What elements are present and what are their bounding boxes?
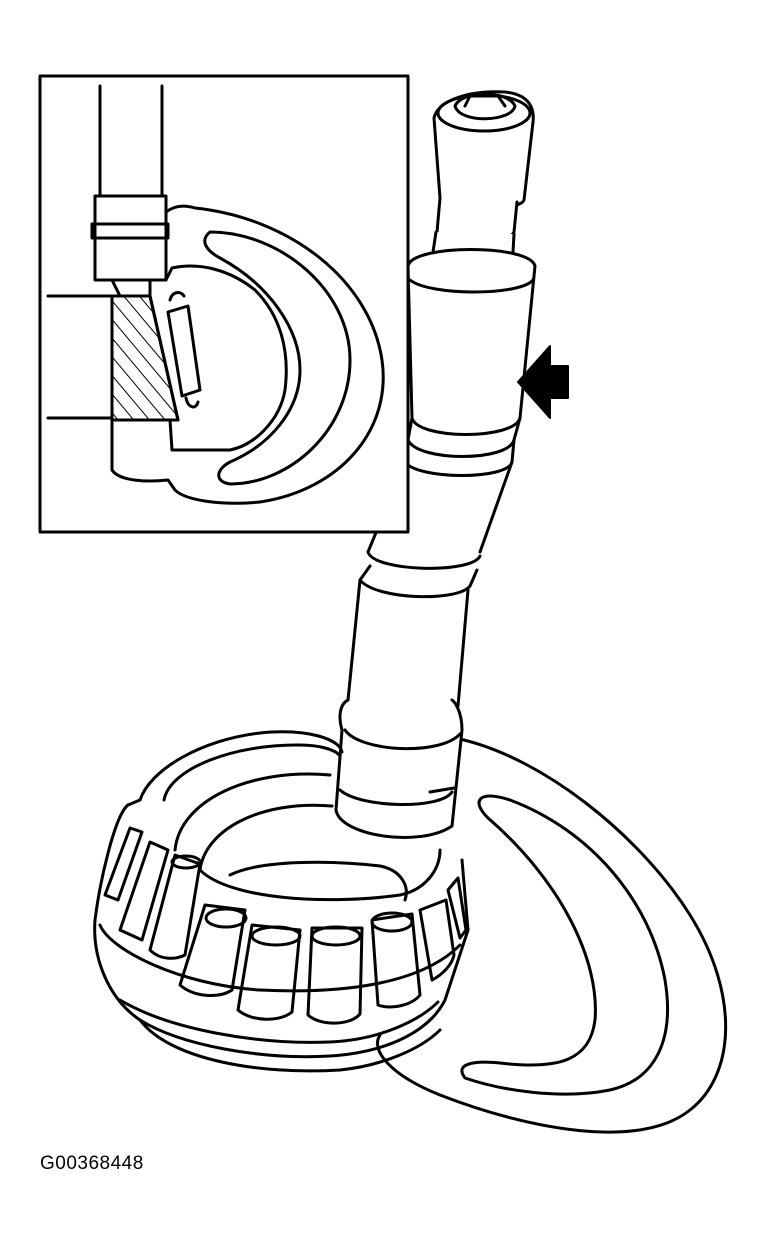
arrow-left-icon xyxy=(517,345,569,419)
micrometer-ratchet xyxy=(431,90,535,265)
inset-frame xyxy=(38,74,410,534)
figure-id-label: G00368448 xyxy=(40,1153,144,1174)
micrometer-frame xyxy=(376,736,728,1134)
bearing-rollers xyxy=(103,826,468,1025)
micrometer-thimble xyxy=(346,248,537,708)
micrometer-anvil-collar xyxy=(334,698,464,839)
tapered-roller-bearing xyxy=(93,730,470,1073)
inset-detail xyxy=(38,74,410,534)
